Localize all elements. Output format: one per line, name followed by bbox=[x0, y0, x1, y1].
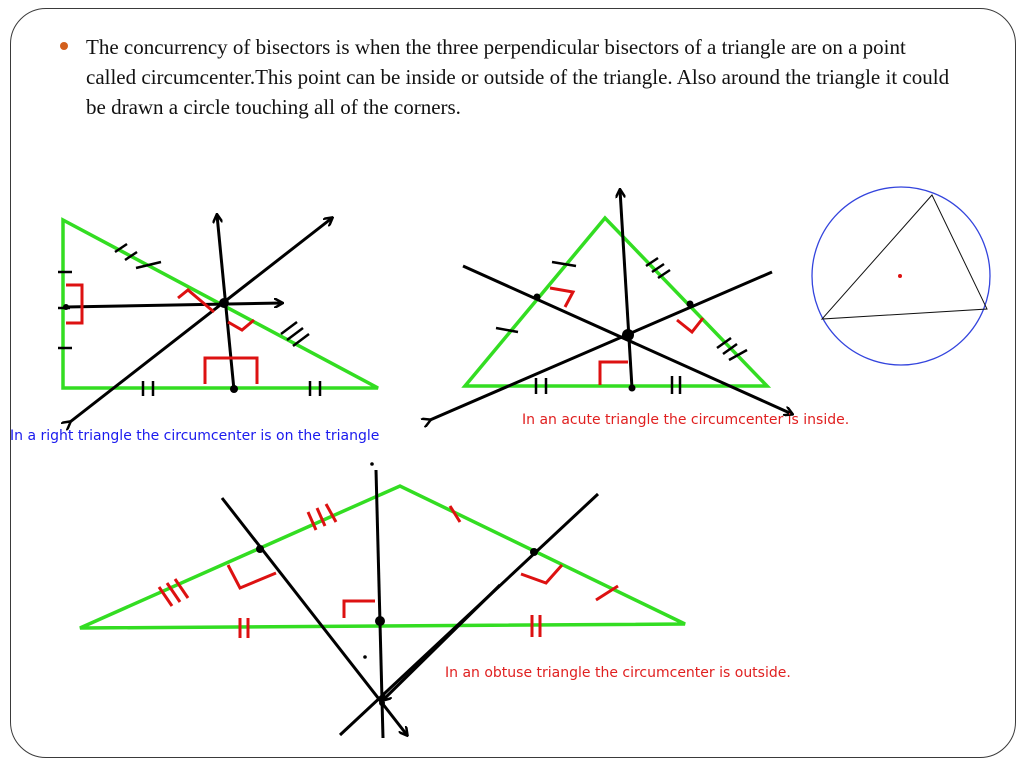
right-angle-mark bbox=[598, 360, 628, 385]
stray-dot bbox=[370, 462, 374, 466]
bullet-point: The concurrency of bisectors is when the… bbox=[60, 32, 960, 122]
circumcircle bbox=[811, 186, 991, 366]
obtuse-triangle-figure bbox=[79, 462, 686, 739]
slide-frame bbox=[10, 8, 1016, 758]
tick-marks bbox=[157, 503, 619, 638]
midpoint-dot bbox=[533, 293, 541, 301]
bisector-vertical bbox=[620, 190, 634, 389]
right-angle-mark bbox=[520, 564, 564, 585]
bullet-dot-icon bbox=[60, 42, 68, 50]
bisector-horizontal bbox=[65, 303, 282, 309]
midpoint-dot bbox=[530, 548, 538, 556]
bisector-diagonal bbox=[70, 218, 332, 422]
caption-right-triangle: In a right triangle the circumcenter is … bbox=[10, 428, 380, 444]
circumcenter-dot bbox=[622, 329, 634, 341]
right-angle-mark bbox=[549, 286, 576, 308]
right-triangle-figure bbox=[58, 215, 379, 422]
bisector-left bbox=[220, 497, 407, 735]
right-angle-mark bbox=[203, 356, 259, 384]
arrow-segment bbox=[383, 583, 502, 700]
midpoint-dot bbox=[375, 616, 385, 626]
acute-triangle bbox=[461, 215, 772, 388]
circumcircle-figure bbox=[811, 186, 991, 366]
right-angle-mark bbox=[226, 564, 277, 590]
right-angle-mark bbox=[177, 288, 255, 332]
right-angle-mark bbox=[66, 283, 84, 325]
caption-acute-triangle: In an acute triangle the circumcenter is… bbox=[522, 412, 850, 428]
midpoint-dot bbox=[230, 385, 238, 393]
right-angle-mark bbox=[342, 599, 375, 618]
inscribed-triangle bbox=[820, 194, 988, 320]
bullet-text: The concurrency of bisectors is when the… bbox=[86, 35, 950, 119]
bisector-right bbox=[430, 270, 773, 420]
midpoint-dot bbox=[628, 384, 636, 392]
tick-marks bbox=[495, 256, 748, 394]
circumcenter-dot bbox=[379, 700, 385, 706]
obtuse-triangle bbox=[79, 484, 686, 630]
circumcenter-dot bbox=[219, 298, 229, 308]
stray-dot bbox=[363, 655, 367, 659]
circumcenter-dot bbox=[898, 274, 902, 278]
tick-marks bbox=[58, 242, 322, 396]
caption-obtuse-triangle: In an obtuse triangle the circumcenter i… bbox=[445, 665, 791, 681]
midpoint-dot bbox=[686, 300, 694, 308]
acute-triangle-figure bbox=[430, 190, 792, 420]
right-angle-mark bbox=[676, 317, 705, 335]
midpoint-dot bbox=[256, 545, 264, 553]
